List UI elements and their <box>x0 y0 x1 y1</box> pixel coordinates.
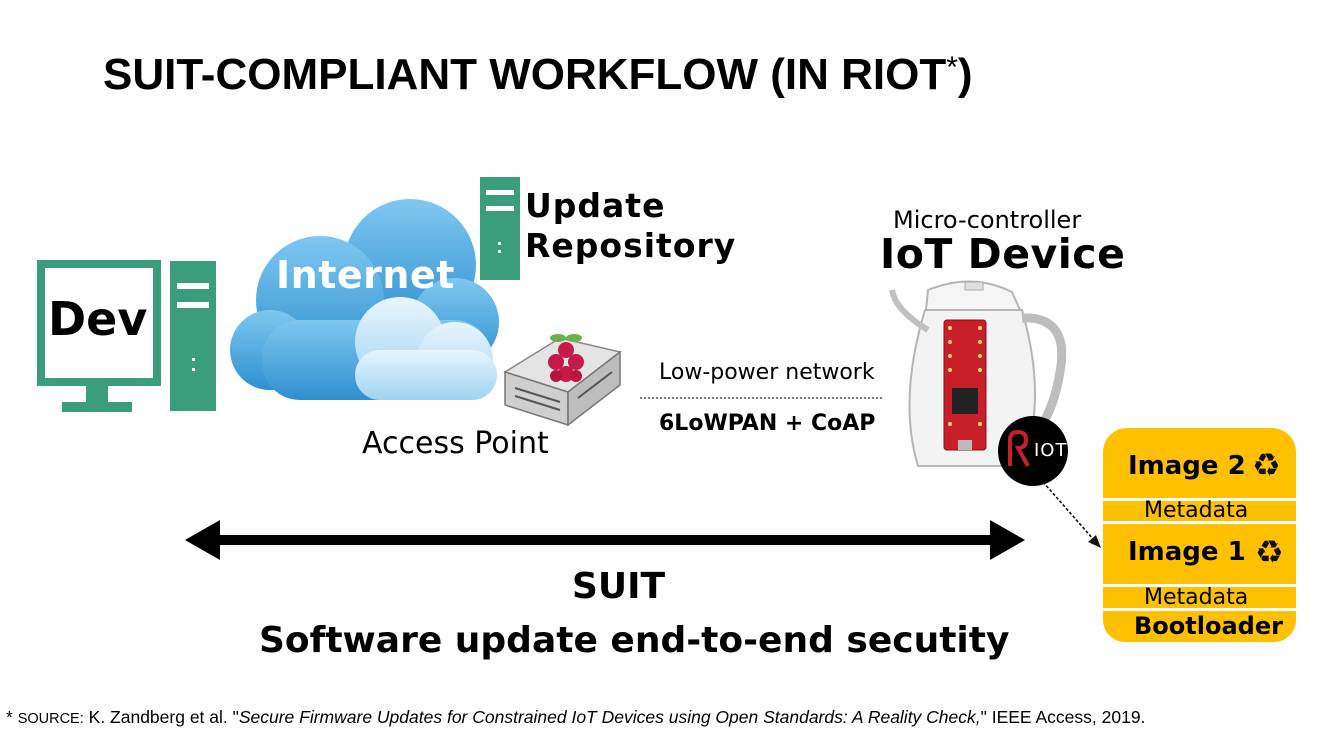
title-close-paren: ) <box>957 50 973 99</box>
riot-logo-text: IOT <box>1034 440 1068 461</box>
repository-server-icon <box>480 177 520 280</box>
dev-monitor-icon <box>37 260 161 412</box>
suit-double-arrow <box>185 520 1025 560</box>
access-point-label: Access Point <box>362 426 549 461</box>
source-authors: K. Zandberg et al. " <box>88 707 239 727</box>
microcontroller-board-icon <box>943 319 987 451</box>
title-footnote-star: * <box>946 51 958 84</box>
image2-label: Image 2 <box>1128 451 1246 481</box>
bootloader-label: Bootloader <box>1134 612 1283 640</box>
recycle-icon: ♻ <box>1252 446 1281 484</box>
iot-device-label: IoT Device <box>880 230 1126 278</box>
micro-controller-label: Micro-controller <box>893 206 1082 234</box>
repository-label-line1: Update <box>525 186 666 225</box>
network-label: Low-power network <box>659 360 875 385</box>
image1-slot <box>1103 524 1296 584</box>
metadata2-label: Metadata <box>1144 498 1249 523</box>
internet-cloud-icon <box>230 199 499 400</box>
riot-logo <box>998 416 1068 486</box>
source-footnote: * SOURCE: K. Zandberg et al. "Secure Fir… <box>6 707 1145 728</box>
repository-label-line2: Repository <box>525 226 737 265</box>
image2-slot <box>1103 428 1296 498</box>
bootloader-slot <box>1103 611 1296 642</box>
source-prefix: SOURCE: <box>17 711 84 727</box>
metadata1-label: Metadata <box>1144 585 1249 610</box>
repository-label: Update Repository <box>525 186 736 266</box>
source-paper-title: Secure Firmware Updates for Constrained … <box>238 707 981 727</box>
image1-label: Image 1 <box>1128 537 1246 567</box>
title-text: SUIT-COMPLIANT WORKFLOW (IN RIOT <box>103 50 947 99</box>
suit-label: SUIT <box>572 566 666 607</box>
recycle-icon: ♻ <box>1255 533 1284 571</box>
dev-label: Dev <box>48 292 148 346</box>
protocol-label: 6LoWPAN + CoAP <box>659 411 876 436</box>
footnote-star: * <box>6 707 13 727</box>
suit-description: Software update end-to-end secutity <box>259 620 1010 661</box>
metadata2-slot <box>1103 501 1296 521</box>
internet-label: Internet <box>276 253 455 297</box>
raspberry-pi-icon <box>503 334 622 427</box>
page-title: SUIT-COMPLIANT WORKFLOW (IN RIOT*) <box>103 50 973 100</box>
riot-to-flash-arrow <box>1042 481 1101 548</box>
metadata1-slot <box>1103 587 1296 608</box>
dev-server-icon <box>170 261 216 411</box>
source-venue: " IEEE Access, 2019. <box>980 707 1146 727</box>
